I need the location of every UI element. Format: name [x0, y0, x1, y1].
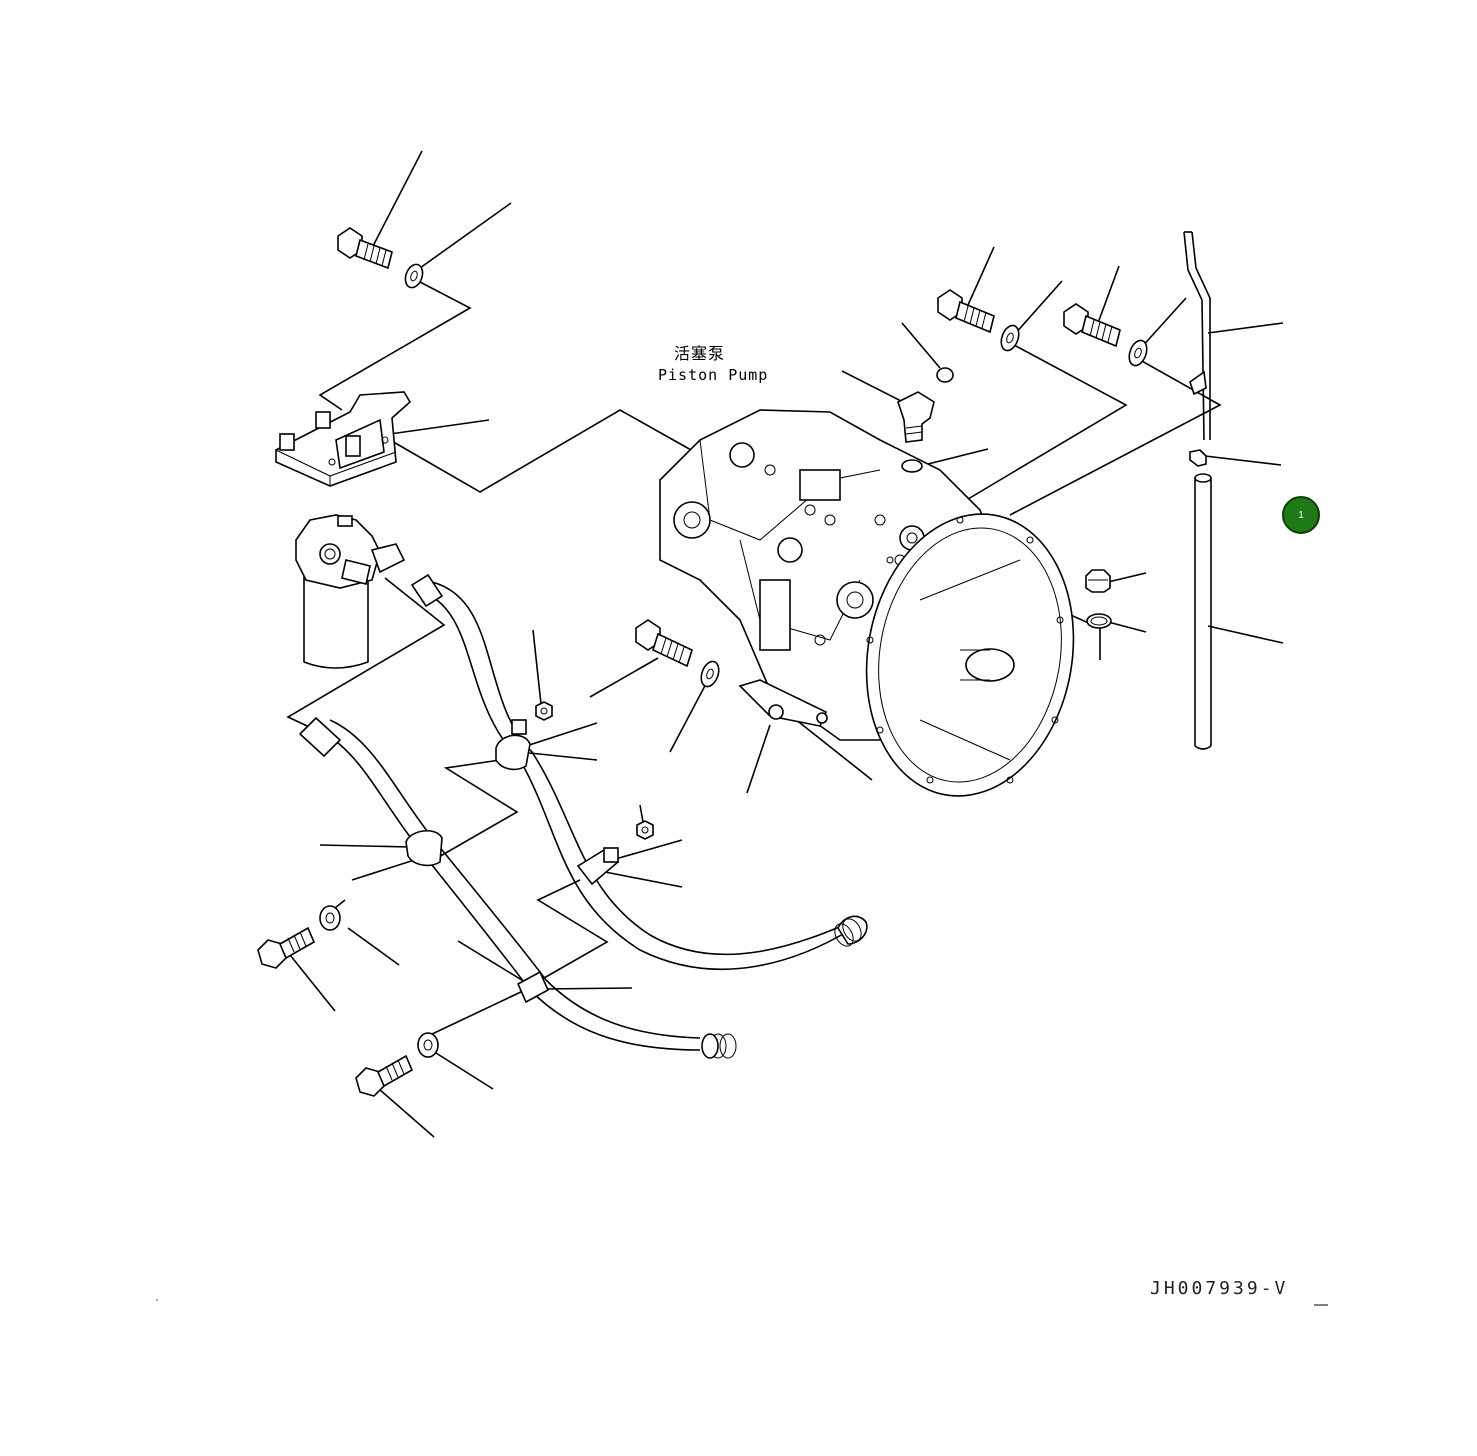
piston-pump-label-zh: 活塞泵	[674, 344, 726, 363]
scan-artifacts	[156, 1299, 1328, 1306]
bolt-lower-a	[257, 926, 316, 969]
bolt-lower-b	[355, 1054, 414, 1097]
bolt-mid	[635, 619, 693, 668]
hoses	[298, 573, 868, 1059]
bolt-top-right-b	[1063, 303, 1121, 348]
nut-upper	[535, 701, 553, 721]
bolt-top-right-a	[937, 289, 995, 334]
washer-top-right-b	[1128, 339, 1148, 367]
o-ring-mid	[901, 459, 923, 473]
pin-bracket	[738, 679, 828, 727]
o-ring-top	[936, 367, 954, 383]
mounting-bracket	[275, 391, 412, 487]
plug-fitting	[1085, 569, 1111, 593]
callout-number: 1	[1298, 509, 1304, 521]
drawing-code: JH007939-V	[1150, 1278, 1289, 1299]
hose-clamps	[405, 719, 620, 1004]
dipstick-tube	[1183, 231, 1212, 750]
o-ring-right	[1086, 613, 1112, 629]
elbow-fitting	[897, 391, 935, 443]
washer-top-right-a	[1000, 324, 1020, 352]
washer-lower-a	[319, 905, 341, 931]
callout-marker[interactable]: 1	[1282, 496, 1320, 534]
washer-top-left	[404, 263, 424, 289]
bolt-top-left	[337, 227, 393, 270]
washer-mid	[700, 660, 720, 688]
pump-flange-housing	[865, 513, 1075, 797]
filter-assembly	[295, 514, 406, 669]
washer-lower-b	[417, 1032, 439, 1058]
piston-pump-label-en: Piston Pump	[658, 366, 769, 384]
nut-lower	[636, 820, 654, 840]
